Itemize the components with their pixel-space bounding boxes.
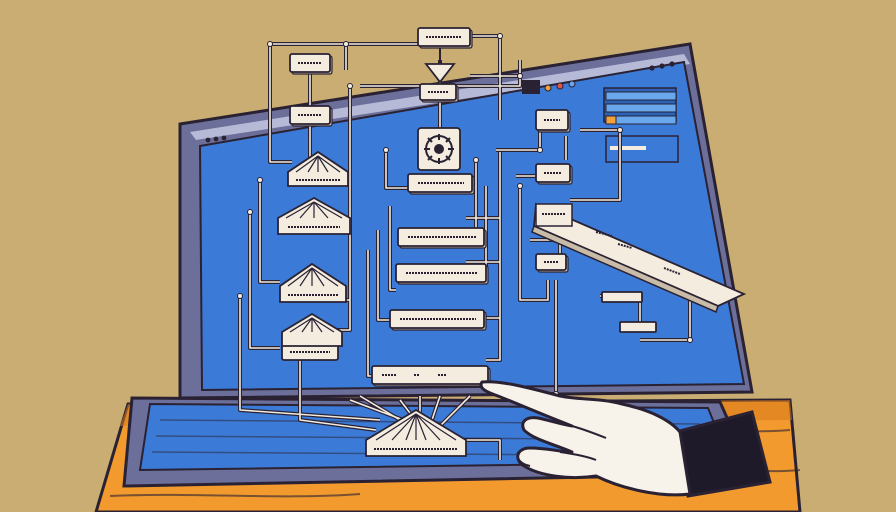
node-top-2 (418, 28, 472, 48)
node-center-3 (396, 264, 488, 284)
node-top-1 (290, 54, 332, 74)
node-center-4 (390, 310, 486, 330)
node-center-5 (372, 366, 490, 386)
node-right-2 (536, 164, 572, 184)
node-top-3 (420, 84, 458, 102)
node-center-2 (398, 228, 486, 248)
node-right-small-2 (620, 322, 656, 332)
gear-icon (418, 128, 460, 170)
node-center-1 (408, 174, 474, 194)
node-right-1 (536, 110, 570, 132)
node-left-1 (290, 106, 332, 126)
node-right-3 (536, 254, 568, 272)
node-right-small-1 (602, 292, 642, 302)
